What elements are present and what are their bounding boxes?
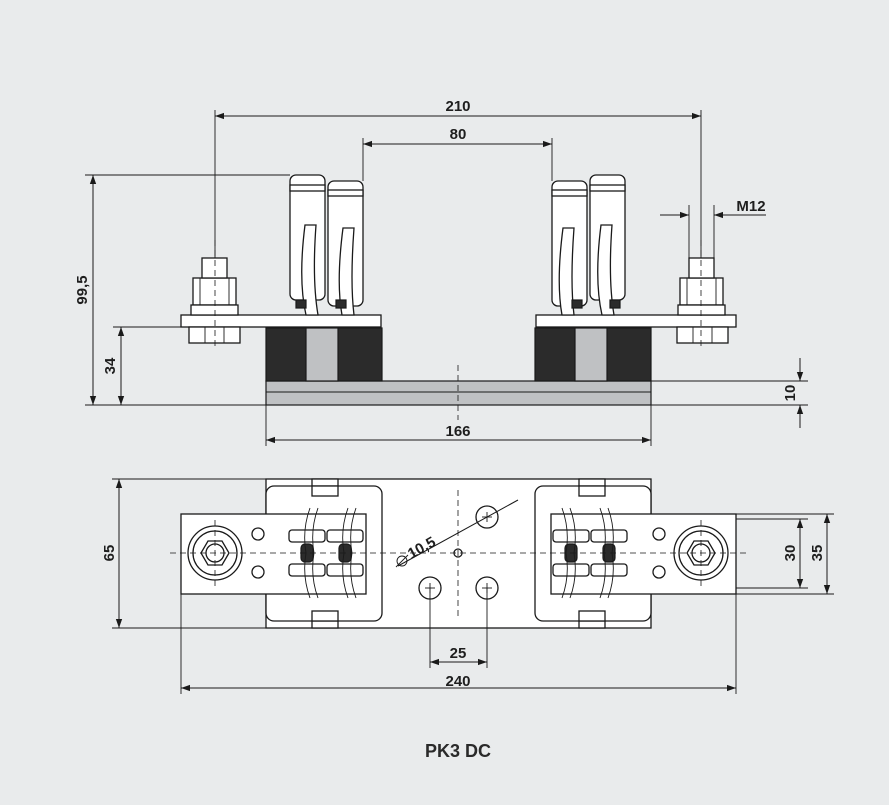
dim-plan-length: 240 [445, 673, 470, 690]
clip-group-left [288, 507, 364, 599]
bolt-right [676, 257, 729, 344]
terminal-bar-left [180, 314, 382, 328]
dim-base-length: 166 [445, 423, 470, 440]
contact-clips-left [289, 174, 364, 316]
dim-contact-spacing: 80 [450, 126, 467, 143]
dim-terminal-width-outer: 35 [809, 545, 826, 562]
bolt-left [188, 257, 241, 344]
contact-clips-right [551, 174, 626, 316]
product-caption: PK3 DC [425, 741, 491, 761]
dim-overall-length: 210 [445, 98, 470, 115]
dim-base-thickness: 10 [782, 385, 799, 402]
dim-mount-height: 34 [102, 357, 119, 374]
side-view: 210 80 M12 99,5 34 10 166 [74, 98, 808, 446]
base-plate [265, 380, 652, 406]
dim-plan-width: 65 [101, 545, 118, 562]
dim-hole-spacing: 25 [450, 645, 467, 662]
plan-view: 65 10,5 25 240 30 35 [101, 478, 834, 694]
terminal-bar-right [535, 314, 737, 328]
dim-thread: M12 [736, 198, 765, 215]
dim-total-height: 99,5 [74, 275, 91, 304]
dim-terminal-width-inner: 30 [782, 545, 799, 562]
